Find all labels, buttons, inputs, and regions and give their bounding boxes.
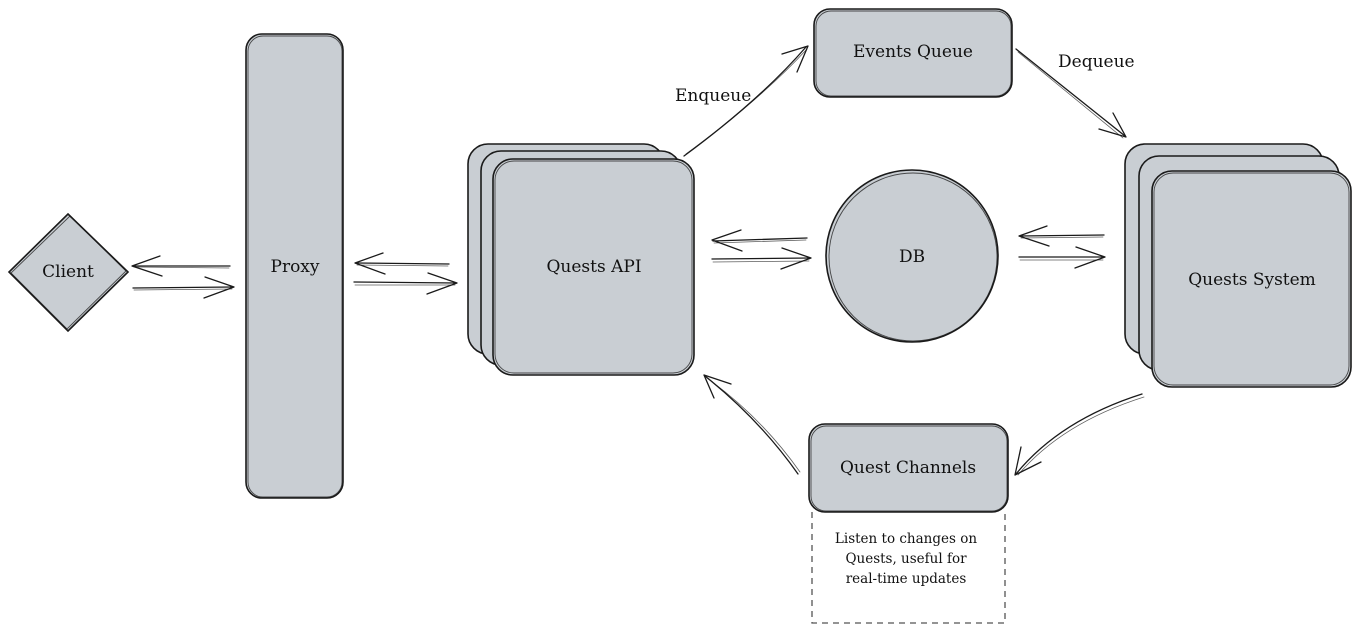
dequeue-edge: Dequeue — [1015, 48, 1135, 139]
channels-api-edge — [703, 374, 801, 475]
events-queue-label: Events Queue — [853, 42, 973, 62]
quests-api-node: Quests API — [467, 143, 695, 376]
proxy-api-arrows — [353, 252, 458, 295]
channels-note: Listen to changes on Quests, useful for … — [811, 512, 1006, 624]
note-line-3: real-time updates — [846, 571, 967, 587]
note-line-2: Quests, useful for — [845, 551, 967, 567]
enqueue-label: Enqueue — [675, 86, 751, 106]
client-node: Client — [7, 212, 130, 333]
dequeue-label: Dequeue — [1058, 52, 1135, 72]
enqueue-edge: Enqueue — [675, 45, 809, 157]
quest-channels-node: Quest Channels — [808, 423, 1009, 513]
quests-system-label: Quests System — [1188, 270, 1316, 290]
quest-channels-label: Quest Channels — [840, 458, 976, 478]
proxy-label: Proxy — [271, 257, 320, 277]
quests-api-label: Quests API — [546, 257, 641, 277]
quests-system-node: Quests System — [1124, 143, 1352, 388]
events-queue-node: Events Queue — [813, 8, 1013, 98]
note-line-1: Listen to changes on — [835, 531, 977, 547]
db-label: DB — [899, 247, 925, 267]
db-system-arrows — [1018, 225, 1106, 269]
api-db-arrows — [711, 229, 812, 270]
db-node: DB — [825, 169, 999, 343]
client-label: Client — [42, 262, 94, 282]
system-channels-edge — [1014, 393, 1145, 476]
proxy-node: Proxy — [245, 33, 344, 499]
client-proxy-arrows — [131, 255, 235, 299]
